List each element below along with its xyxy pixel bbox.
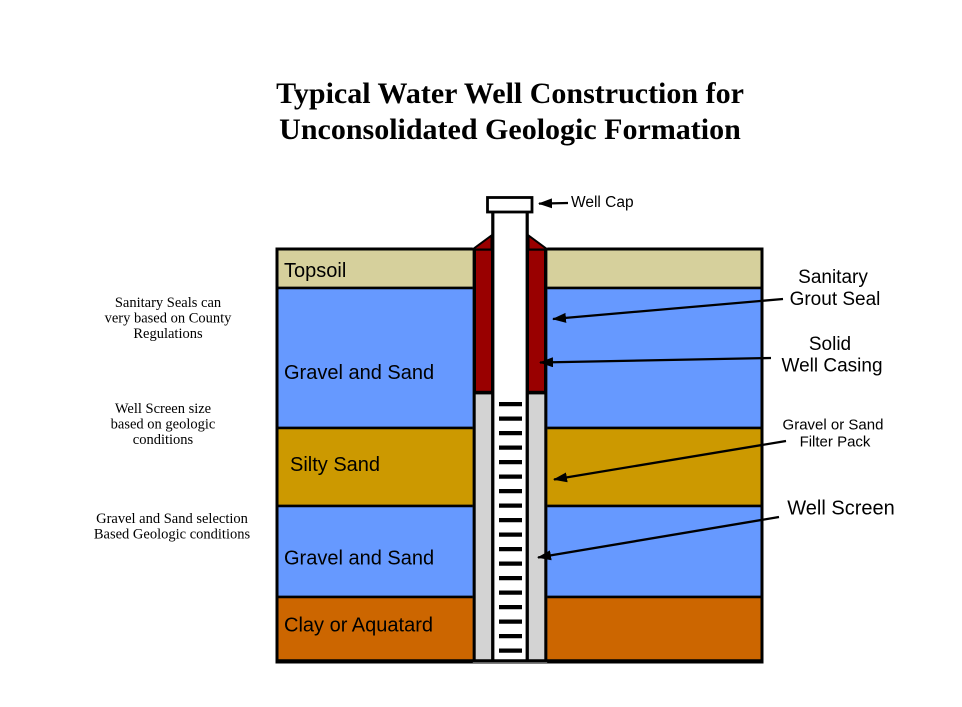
well-screen-arrow: [537, 515, 780, 561]
callout-well-screen: Well Screen: [787, 498, 894, 520]
diagram-title-line-2: Unconsolidated Geologic Formation: [279, 113, 741, 146]
filter-pack-left: [473, 392, 494, 662]
note-gravel-selection-line-2: Based Geologic conditions: [94, 527, 251, 543]
layer-label-gravel-sand-upper: Gravel and Sand: [284, 362, 434, 384]
layer-label-silty-sand: Silty Sand: [290, 454, 380, 476]
callout-filter-pack-line-1: Gravel or Sand: [783, 417, 884, 434]
diagram-title-line-1: Typical Water Well Construction for: [276, 77, 744, 110]
note-gravel-selection-line-1: Gravel and Sand selection: [96, 511, 249, 527]
grout-flare-right: [527, 233, 551, 251]
layer-label-topsoil: Topsoil: [284, 260, 346, 282]
grout-seal-right: [526, 248, 547, 394]
grout-seal-left: [473, 248, 494, 394]
filter-pack-arrow: [553, 439, 787, 483]
layer-label-clay-aquatard: Clay or Aquatard: [284, 615, 433, 637]
filter-pack-right: [526, 392, 547, 662]
note-sanitary-seals-line-1: Sanitary Seals can: [115, 295, 222, 311]
note-sanitary-seals-line-2: very based on County: [105, 311, 233, 327]
layer-label-gravel-sand-lower: Gravel and Sand: [284, 548, 434, 570]
note-well-screen-size-line-1: Well Screen size: [115, 401, 211, 417]
grout-flare-left: [469, 233, 493, 251]
callout-casing-line-1: Solid: [809, 334, 851, 355]
callout-casing-line-2: Well Casing: [781, 356, 882, 377]
note-well-screen-size-line-3: conditions: [133, 432, 194, 448]
callout-filter-pack-line-2: Filter Pack: [800, 434, 871, 451]
well-cap-arrow: [538, 198, 569, 209]
well-cap: [486, 196, 534, 214]
grout-seal-arrow: [552, 297, 784, 323]
casing-interior: [493, 210, 527, 661]
callout-grout-seal-line-2: Grout Seal: [790, 289, 881, 310]
casing-arrow: [539, 356, 772, 368]
callout-grout-seal-line-1: Sanitary: [798, 267, 868, 288]
note-well-screen-size-line-2: based on geologic: [111, 417, 216, 433]
callout-well-cap: Well Cap: [571, 194, 634, 211]
note-sanitary-seals-line-3: Regulations: [133, 326, 203, 342]
